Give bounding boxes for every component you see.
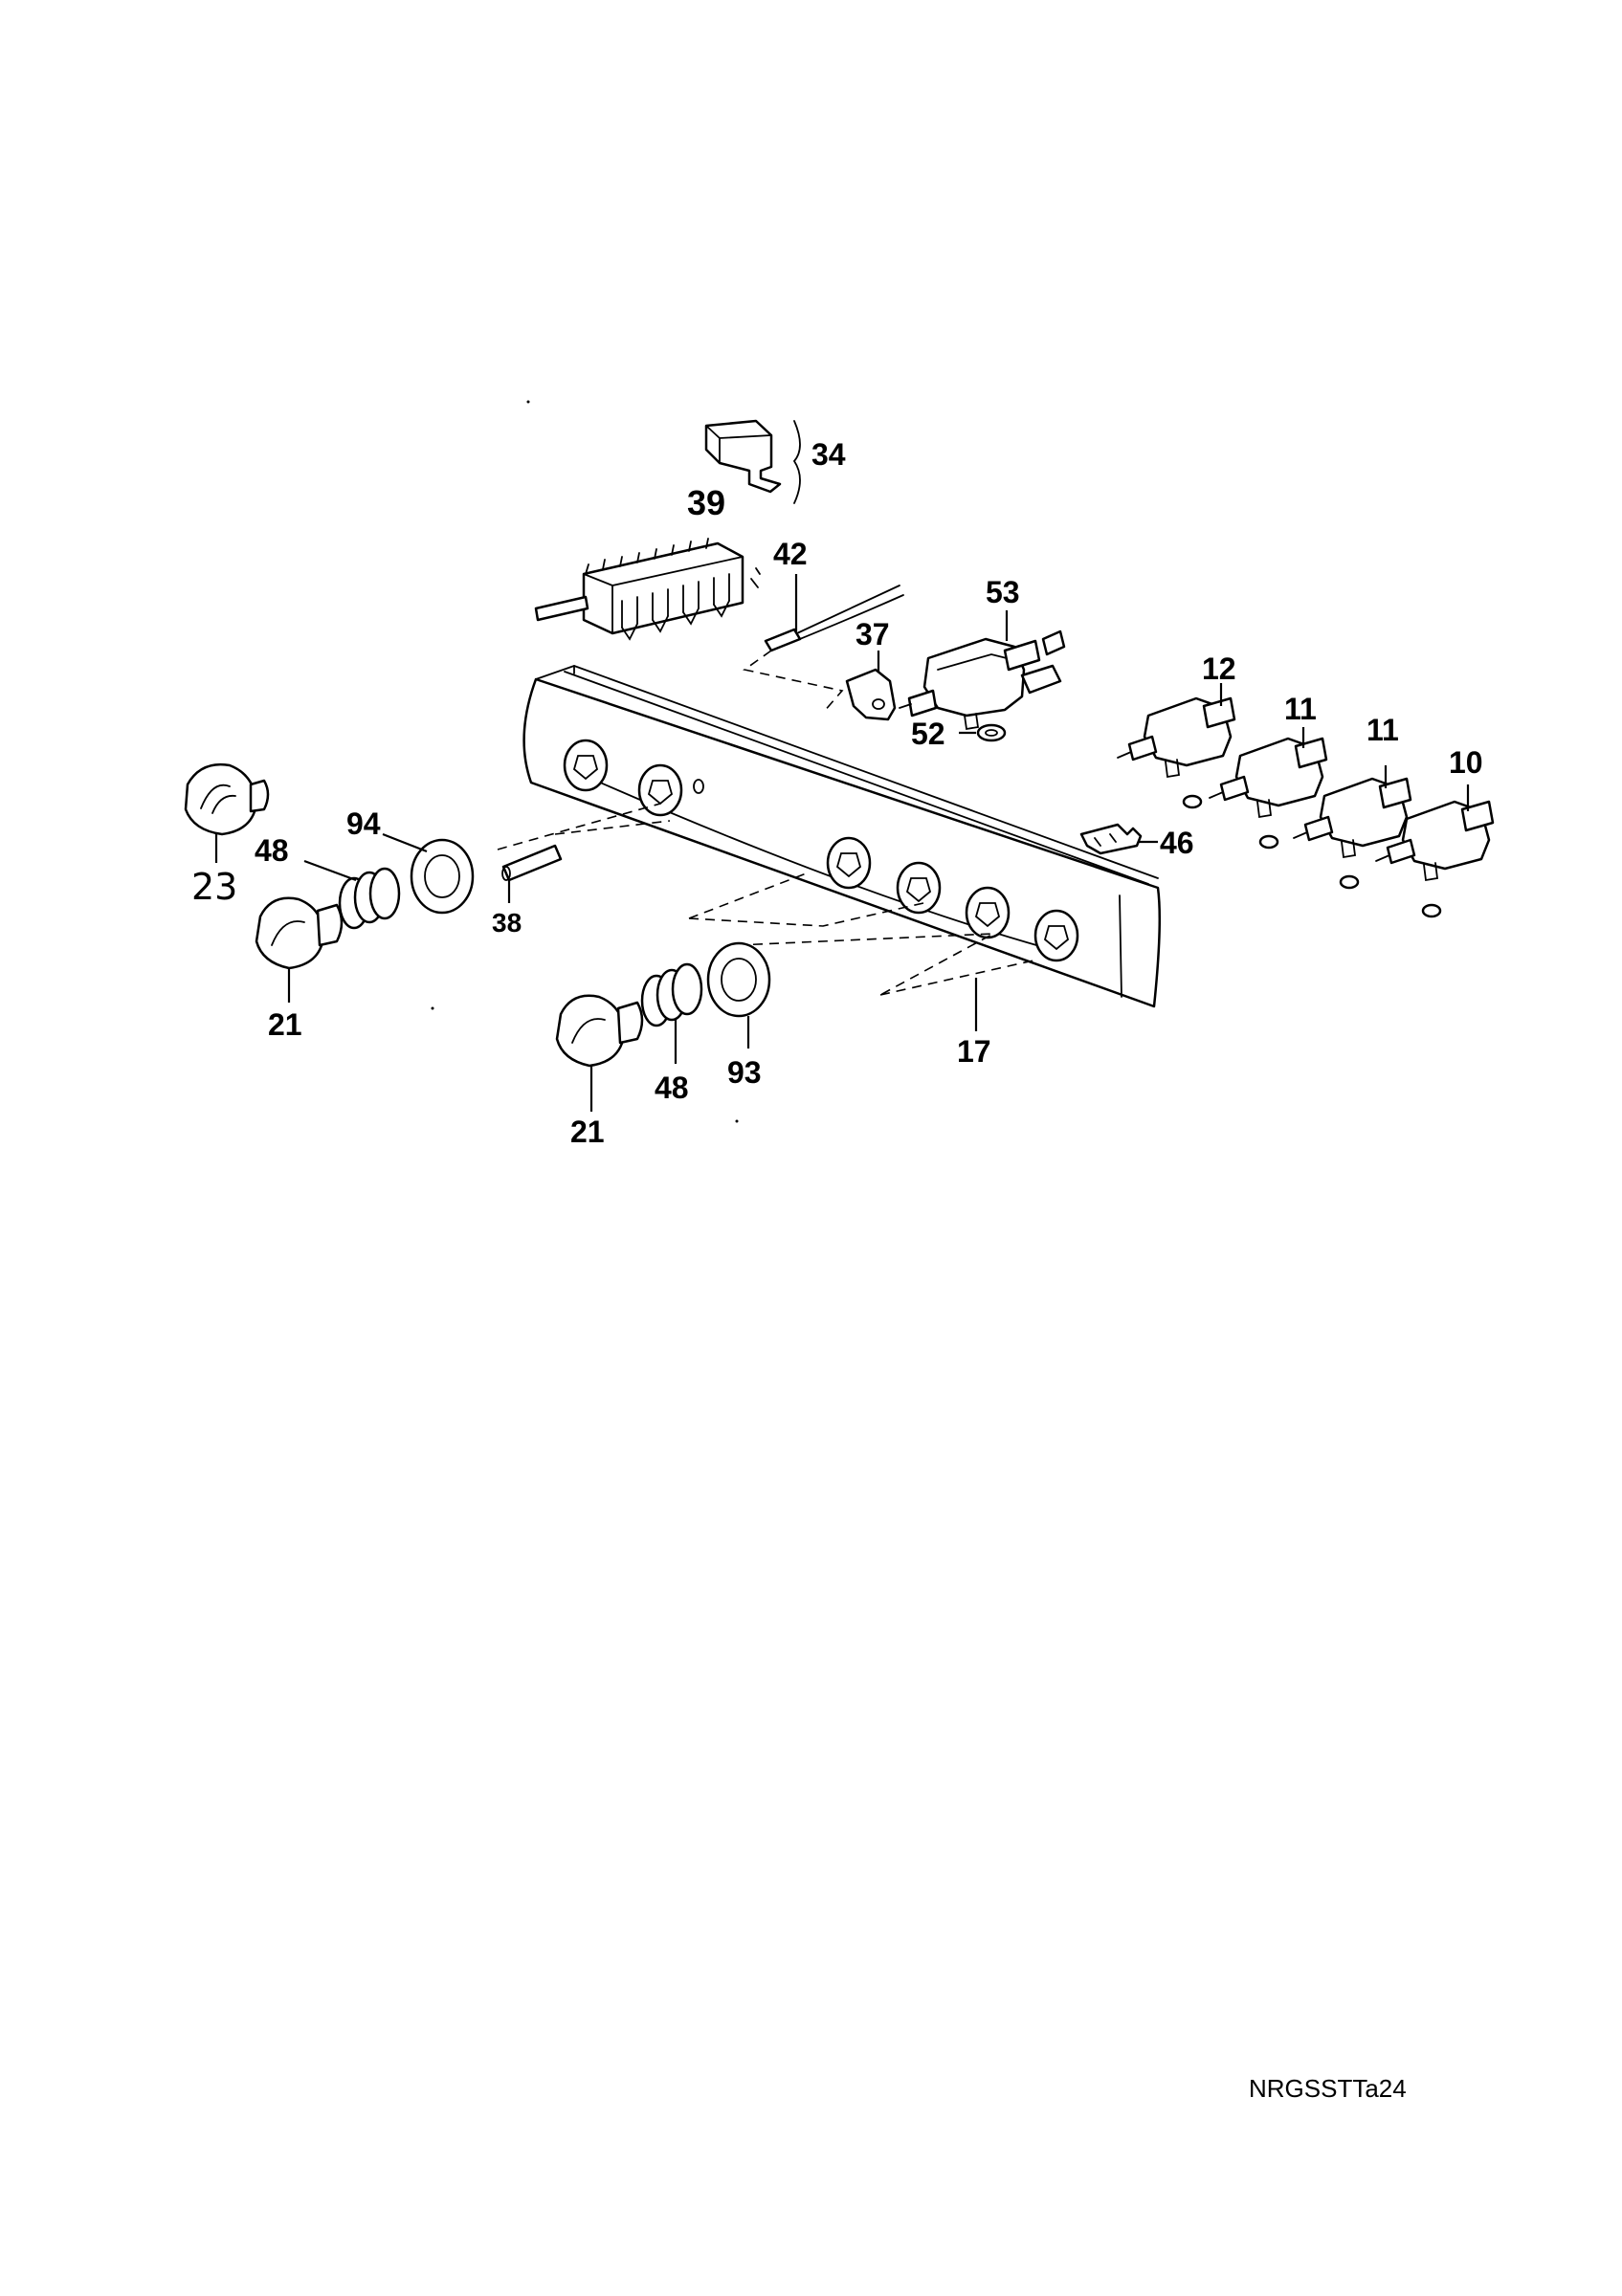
drawing-code: NRGSSTTa24: [1249, 2074, 1407, 2103]
part-21-knob: [255, 896, 344, 1003]
panel-hole: [826, 836, 872, 890]
callout-52: 52: [911, 717, 945, 751]
part-11-tap: [1293, 765, 1412, 890]
callout-39: 39: [687, 483, 725, 522]
panel-hole: [965, 886, 1011, 939]
callout-94: 94: [346, 806, 381, 841]
callout-48: 48: [255, 833, 289, 868]
callout-11: 11: [1366, 713, 1399, 747]
callout-37: 37: [855, 617, 890, 651]
callout-17: 17: [957, 1034, 991, 1069]
part-38-pin: [501, 844, 563, 903]
panel-hole: [637, 763, 683, 817]
part-37-cap: [845, 651, 897, 721]
part-11-tap: [1209, 727, 1328, 850]
part-52-washer: [959, 723, 1007, 742]
part-46-clip: [1079, 823, 1158, 855]
part-23-knob: [184, 762, 270, 863]
callout-21: 21: [570, 1115, 605, 1149]
callout-53: 53: [986, 575, 1020, 609]
callout-34: 34: [811, 437, 846, 472]
panel-hole: [1033, 909, 1079, 962]
part-53-gas-valve: [899, 610, 1066, 731]
callout-93: 93: [727, 1055, 762, 1090]
callout-10: 10: [1449, 745, 1483, 780]
part-94-ring: [382, 832, 475, 915]
part-48-spring: [303, 859, 401, 930]
part-12-tap: [1117, 683, 1236, 809]
part-34-clip: [704, 419, 801, 504]
panel-hole: [563, 739, 609, 792]
callout-11: 11: [1284, 692, 1317, 726]
callout-38: 38: [492, 908, 522, 938]
callout-48: 48: [655, 1071, 689, 1105]
part-10-tap: [1375, 784, 1495, 918]
callout-21: 21: [268, 1007, 302, 1042]
part-17-control-panel: [522, 665, 1162, 1031]
part-42-probe: [743, 574, 904, 714]
part-39-selector-switch: [534, 538, 761, 641]
callout-46: 46: [1160, 826, 1194, 860]
panel-hole: [896, 861, 942, 915]
part-48-spring: [640, 962, 703, 1064]
part-21-knob: [555, 994, 644, 1112]
callout-12: 12: [1202, 651, 1236, 686]
callout-23: 23: [191, 866, 237, 908]
callout-42: 42: [773, 537, 808, 571]
part-93-ring: [706, 941, 771, 1049]
